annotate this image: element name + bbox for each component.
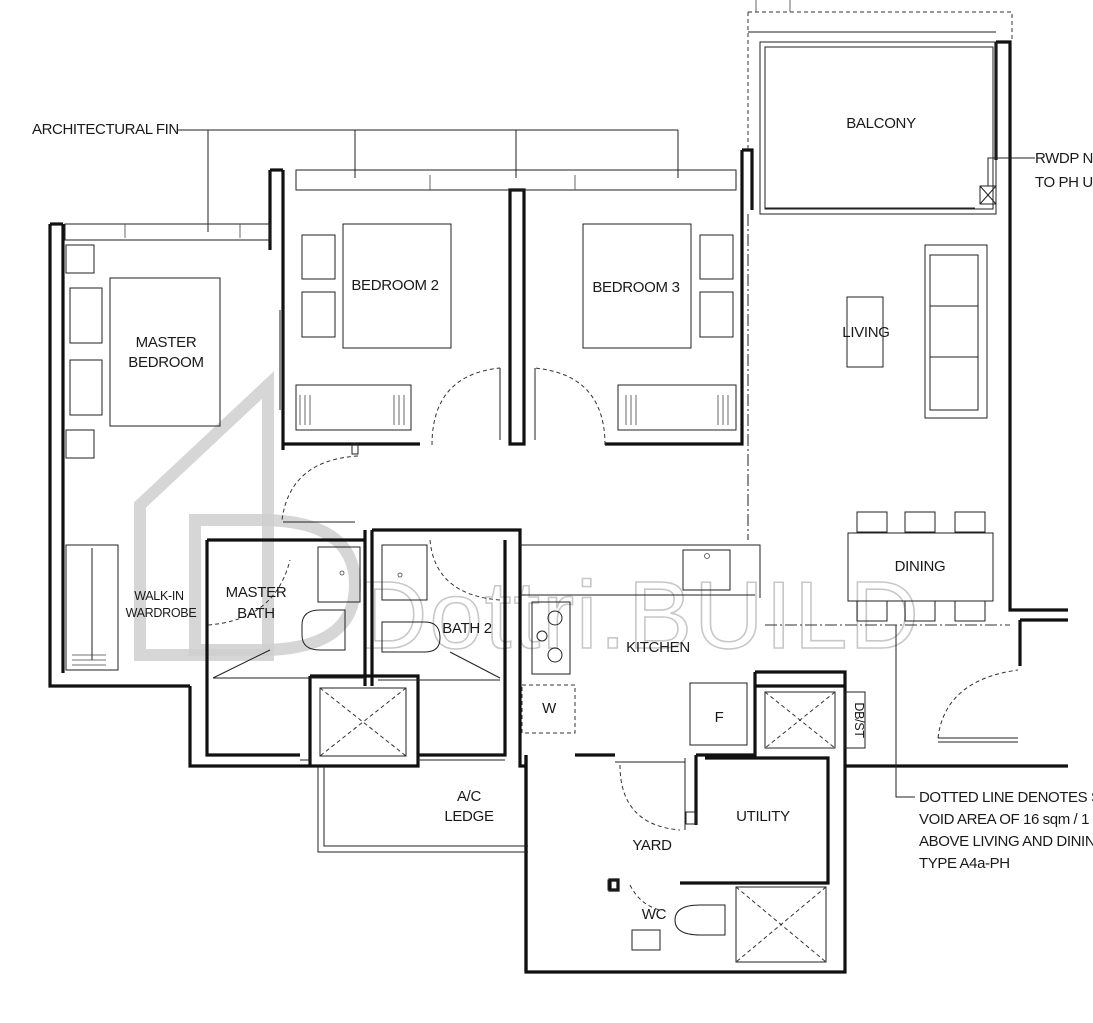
walls — [48, 40, 1068, 974]
label-living: LIVING — [842, 324, 889, 341]
note-dotted-line1: DOTTED LINE DENOTES ST — [919, 789, 1093, 806]
label-bedroom-3: BEDROOM 3 — [592, 279, 679, 296]
label-washer: W — [542, 700, 557, 717]
label-balcony: BALCONY — [846, 115, 916, 132]
label-walk-in-line2: WARDROBE — [126, 606, 197, 620]
note-dotted-line4: TYPE A4a-PH — [919, 855, 1010, 872]
label-bedroom-2: BEDROOM 2 — [351, 277, 438, 294]
label-master-bath-line1: MASTER — [226, 584, 287, 601]
watermark-d-shape — [189, 514, 362, 656]
label-wc: WC — [642, 906, 667, 923]
label-dining: DINING — [895, 558, 946, 575]
label-ac-ledge-line2: LEDGE — [444, 808, 494, 825]
label-master-bedroom-line2: BEDROOM — [128, 354, 203, 371]
label-master-bedroom-line1: MASTER — [136, 334, 197, 351]
watermark: Dottri.BUILD — [134, 371, 921, 670]
label-yard: YARD — [632, 837, 672, 854]
note-rwdp-line1: RWDP NO — [1035, 150, 1093, 167]
label-walk-in-line1: WALK-IN — [134, 589, 184, 603]
windows-and-details — [64, 0, 1035, 963]
label-fridge: F — [715, 709, 724, 726]
label-master-bath-line2: BATH — [237, 605, 275, 622]
label-db-st: DB/ST — [852, 702, 866, 738]
note-architectural-fin: ARCHITECTURAL FIN — [32, 121, 179, 138]
room-labels: BALCONY BEDROOM 2 BEDROOM 3 MASTER BEDRO… — [126, 115, 946, 923]
label-bath-2: BATH 2 — [442, 620, 492, 637]
watermark-text: Dottri.BUILD — [358, 562, 921, 669]
note-rwdp-line2: TO PH UN — [1035, 174, 1093, 191]
label-kitchen: KITCHEN — [626, 639, 690, 656]
note-dotted-line3: ABOVE LIVING AND DINING — [919, 833, 1093, 850]
callout-notes: ARCHITECTURAL FIN RWDP NO TO PH UN DOTTE… — [32, 121, 1093, 872]
label-ac-ledge-line1: A/C — [457, 788, 482, 805]
note-dotted-line2: VOID AREA OF 16 sqm / 1 — [919, 811, 1089, 828]
label-utility: UTILITY — [736, 808, 790, 825]
